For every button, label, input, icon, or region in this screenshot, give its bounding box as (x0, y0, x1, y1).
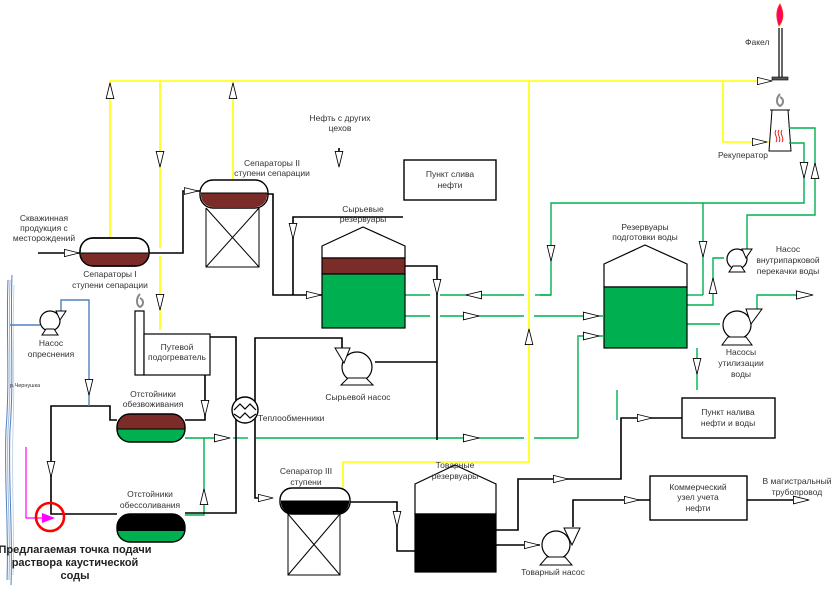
oil-arrow-right (258, 493, 274, 503)
oil-arrow-right (637, 413, 653, 423)
raw-tank (321, 226, 406, 329)
oil-arrow-right (624, 495, 640, 505)
water-arrow-right (583, 331, 600, 341)
oil-arrow-right (524, 540, 540, 550)
raw-pump (334, 347, 375, 386)
flare (771, 3, 789, 81)
infield-pump (726, 248, 753, 273)
heat-exchanger (231, 396, 259, 424)
flame-icon (776, 3, 784, 27)
oil-arrow-in (64, 248, 80, 258)
commodity-tank (414, 464, 497, 573)
caustic-injection (25, 447, 66, 533)
commodity-pump (538, 527, 581, 566)
gas-arrow-right (757, 76, 773, 86)
water-arrow-down (698, 241, 708, 258)
raw-pump-label: Сырьевой насос (325, 392, 391, 402)
gas-arrow-down (155, 151, 165, 168)
utilization-pumps (721, 308, 763, 346)
gas-lines (109, 80, 772, 488)
water-arrow-down (799, 162, 809, 179)
separator-2 (199, 179, 269, 268)
recuperator (768, 93, 792, 152)
water-arrow-down (692, 358, 702, 375)
water-arrow-right (463, 433, 480, 443)
injection-point-marker (34, 501, 66, 533)
water-arrow-out (796, 290, 814, 300)
dehydration-settler (116, 413, 186, 443)
unload-point-box (403, 159, 497, 201)
water-arrow-up (708, 277, 718, 294)
oil-arrow-down (46, 461, 56, 478)
heat-coil-icon (774, 129, 784, 143)
metering-box (649, 475, 748, 521)
smoke-icon (136, 293, 144, 309)
oil-arrow-down (288, 223, 298, 240)
gas-arrow-up (524, 328, 534, 345)
oil-arrow-right (553, 474, 569, 484)
flare-label: Факел (745, 37, 769, 47)
gas-arrow-up (105, 82, 115, 99)
separator-1 (79, 237, 150, 267)
water-arrow-down (546, 245, 556, 262)
oil-arrow-down (432, 279, 442, 296)
water-arrow-up (810, 162, 820, 179)
desalination-pump (39, 310, 67, 336)
water-arrow-right (463, 311, 480, 321)
gas-arrow-up (228, 82, 238, 99)
loading-point-box (681, 397, 776, 439)
oil-arrow-right (306, 290, 322, 300)
water-arrow-right (214, 433, 231, 443)
water-tank (603, 244, 688, 349)
commodity-pump-label: Товарный насос (521, 567, 586, 577)
water-arrow-left (465, 290, 482, 300)
separator-3 (279, 487, 351, 576)
desalting-settler (116, 513, 186, 543)
oil-arrow-down (200, 400, 210, 417)
fresh-water-lines (10, 299, 90, 406)
river (5, 274, 15, 586)
oil-arrow-down (392, 511, 402, 528)
oil-arrow-down (334, 151, 344, 168)
river-label: р.Чернушка (10, 383, 41, 389)
gas-arrow-right (752, 137, 768, 147)
heat-exchangers-label: Теплообменники (258, 413, 325, 423)
smoke-icon (776, 93, 784, 108)
oil-arrow-right (184, 187, 199, 195)
water-arrow-right (583, 311, 600, 321)
water-arrow-up (199, 488, 209, 505)
recuperator-label: Рекуператор (718, 150, 768, 160)
line-heater (134, 293, 211, 376)
water-arrow-down (84, 379, 94, 396)
oil-arrow-out (793, 495, 810, 505)
gas-arrow-down (155, 294, 165, 311)
